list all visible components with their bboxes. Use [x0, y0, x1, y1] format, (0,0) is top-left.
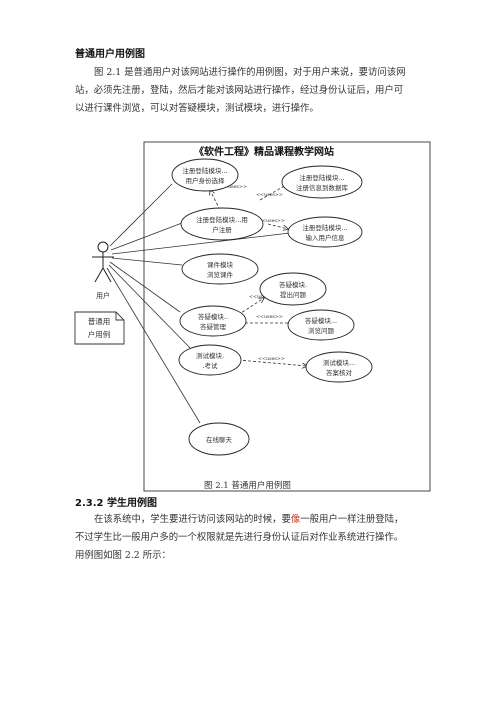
svg-text:.考试: .考试 [202, 361, 218, 370]
usecase-test-check: 测试模块... 答案核对 [305, 351, 373, 383]
usecase-reg-input: 注册登陆模块... 输入用户信息 [287, 216, 363, 248]
uses-label: <<uses>> [220, 184, 247, 190]
section-heading-ordinary-user: 普通用户用例图 [75, 49, 145, 60]
svg-text:课件模块: 课件模块 [207, 260, 234, 269]
uses-label: <<uses>> [256, 314, 283, 320]
svg-text:户注册: 户注册 [212, 225, 232, 234]
usecase-test: 测试模块. .考试 [178, 344, 242, 376]
paragraph-line: 不过学生比一般用户多的一个权限就是先进行身份认证后对作业系统进行操作。 [75, 532, 404, 543]
student-paragraph: 在该系统中，学生要进行访问该网站的时候，要像一般用户一样注册登陆， 不过学生比一… [75, 511, 423, 565]
uses-label: <<uses>> [249, 294, 276, 300]
usecase-reg-user: 注册登陆模块...用 户注册 [180, 207, 264, 241]
uses-relations [210, 184, 307, 366]
usecase-qa-browse: 答疑模块... 浏览问题 [287, 309, 355, 341]
section-heading-student: 2.3.2 学生用例图 [75, 498, 157, 509]
svg-text:注册登陆模块...: 注册登陆模块... [299, 173, 344, 182]
paragraph-line: 图 2.1 是普通用户对该网站进行操作的用例图，对于用户来说，要访问该网 [94, 67, 406, 78]
svg-text:注册登陆模块...: 注册登陆模块... [182, 166, 227, 175]
system-boundary [143, 141, 431, 492]
svg-text:答疑管理: 答疑管理 [200, 322, 227, 331]
actor-label: 用户 [96, 291, 110, 300]
use-case-diagram: 《软件工程》精品课程教学网站 用户 普通用 户用例 <<uses>> <<use… [74, 141, 431, 492]
svg-text:答案核对: 答案核对 [326, 368, 353, 377]
svg-text:注册信息到数据库: 注册信息到数据库 [296, 183, 349, 192]
svg-text:测试模块...: 测试模块... [323, 358, 355, 367]
uses-label: <<uses>> [258, 218, 285, 224]
note-line: 户用例 [88, 329, 111, 339]
figure-caption: 图 2.1 普通用户用例图 [204, 481, 291, 491]
usecase-reg-db: 注册登陆模块... 注册信息到数据库 [281, 165, 363, 199]
intro-paragraph: 图 2.1 是普通用户对该网站进行操作的用例图，对于用户来说，要访问该网 站，必… [75, 64, 423, 118]
svg-text:在线聊天: 在线聊天 [206, 435, 233, 444]
uses-label: <<uses>> [258, 356, 285, 362]
paragraph-line: 用例图如图 2.2 所示： [75, 550, 171, 561]
uses-label: <<uses>> [256, 192, 283, 198]
svg-text:答疑模块..: 答疑模块.. [198, 312, 228, 321]
svg-text:输入用户信息: 输入用户信息 [306, 233, 346, 242]
usecase-reg-select: 注册登陆模块... 用户身份选择 [171, 158, 239, 192]
svg-text:用户身份选择: 用户身份选择 [186, 176, 226, 185]
associations [106, 183, 291, 424]
paragraph-line: 在该系统中，学生要进行访问该网站的时候，要像一般用户一样注册登陆， [94, 514, 404, 525]
usecase-qa-manage: 答疑模块.. 答疑管理 [179, 305, 247, 337]
svg-text:浏览问题: 浏览问题 [308, 326, 335, 335]
note-box [74, 311, 125, 345]
svg-text:答疑模块.: 答疑模块. [279, 280, 307, 289]
svg-text:答疑模块...: 答疑模块... [305, 316, 337, 325]
actor-user [92, 241, 114, 283]
highlighted-char: 像 [290, 514, 301, 525]
svg-text:提出问题: 提出问题 [280, 290, 307, 299]
usecase-chat: 在线聊天 [188, 422, 250, 456]
svg-text:注册登陆模块...用: 注册登陆模块...用 [196, 215, 248, 224]
system-title: 《软件工程》精品课程教学网站 [194, 145, 334, 158]
svg-text:测试模块.: 测试模块. [196, 351, 224, 360]
note-line: 普通用 [88, 316, 111, 326]
svg-text:浏览课件: 浏览课件 [207, 270, 234, 279]
paragraph-line: 站，必须先注册，登陆，然后才能对该网站进行操作，经过身份认证后，用户可 [75, 85, 404, 96]
usecase-course: 课件模块 浏览课件 [181, 253, 259, 285]
svg-text:注册登陆模块...: 注册登陆模块... [302, 223, 347, 232]
paragraph-line: 以进行课件浏览，可以对答疑模块，测试模块，进行操作。 [75, 103, 319, 114]
usecase-qa-ask: 答疑模块. 提出问题 [259, 272, 327, 306]
